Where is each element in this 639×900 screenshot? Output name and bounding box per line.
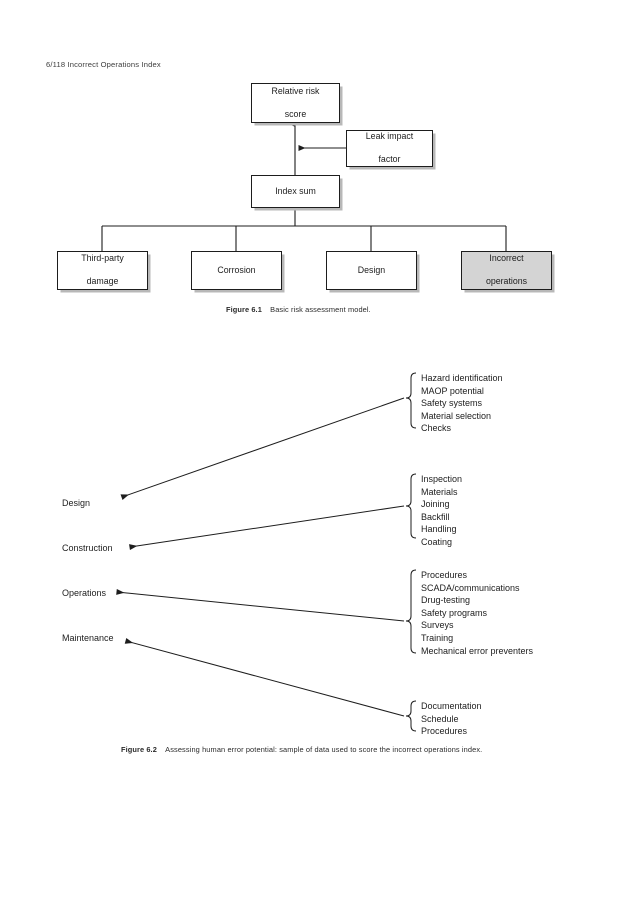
list-item: Inspection bbox=[421, 474, 463, 484]
figure-6-1-caption-label: Figure 6.1 bbox=[226, 305, 262, 314]
figure-6-2-caption: Figure 6.2 Assessing human error potenti… bbox=[121, 745, 482, 754]
node-design-label: Design bbox=[357, 264, 386, 275]
figure-6-1-caption: Figure 6.1 Basic risk assessment model. bbox=[226, 305, 371, 314]
figure-6-1-caption-text: Basic risk assessment model. bbox=[270, 305, 371, 314]
list-item: Coating bbox=[421, 536, 453, 547]
list-item: Joining bbox=[421, 499, 450, 510]
node-design: Design bbox=[326, 251, 417, 290]
list-item: Checks bbox=[421, 423, 452, 434]
list-item: Handling bbox=[421, 524, 457, 535]
list-item: Procedures bbox=[421, 726, 468, 737]
list-item: Material selection bbox=[421, 410, 492, 421]
list-item: Drug-testing bbox=[421, 595, 471, 606]
list-item: Materials bbox=[421, 486, 458, 497]
node-corrosion-label: Corrosion bbox=[217, 264, 256, 275]
list-item: MAOP potential bbox=[421, 385, 484, 396]
list-item: Mechanical error preventers bbox=[421, 645, 534, 656]
list-item: Procedures bbox=[421, 570, 468, 580]
list-item: Documentation bbox=[421, 701, 482, 711]
list-item: Backfill bbox=[421, 511, 450, 522]
stage-label-operations: Operations bbox=[62, 588, 107, 598]
stage-label-construction: Construction bbox=[62, 543, 113, 553]
stage-label-design: Design bbox=[62, 498, 91, 508]
item-group-design: Hazard identification MAOP potential Saf… bbox=[421, 372, 503, 435]
list-item: Hazard identification bbox=[421, 373, 503, 383]
figure-6-2-caption-label: Figure 6.2 bbox=[121, 745, 157, 754]
stage-label-maintenance: Maintenance bbox=[62, 633, 114, 643]
item-group-construction: Inspection Materials Joining Backfill Ha… bbox=[421, 473, 462, 549]
list-item: Training bbox=[421, 632, 454, 643]
figure-6-2-caption-text: Assessing human error potential: sample … bbox=[165, 745, 483, 754]
list-item: Safety systems bbox=[421, 398, 483, 409]
item-group-operations: Procedures SCADA/communications Drug-tes… bbox=[421, 569, 533, 657]
node-corrosion: Corrosion bbox=[191, 251, 282, 290]
list-item: Schedule bbox=[421, 713, 459, 724]
list-item: SCADA/communications bbox=[421, 582, 520, 593]
figure-6-1-connectors bbox=[101, 121, 507, 251]
list-item: Safety programs bbox=[421, 607, 488, 618]
list-item: Surveys bbox=[421, 620, 454, 631]
item-group-maintenance: Documentation Schedule Procedures bbox=[421, 700, 482, 738]
node-index-sum: Index sum bbox=[251, 175, 340, 208]
running-head: 6/118 Incorrect Operations Index bbox=[46, 60, 161, 69]
node-index-sum-label: Index sum bbox=[275, 185, 316, 196]
